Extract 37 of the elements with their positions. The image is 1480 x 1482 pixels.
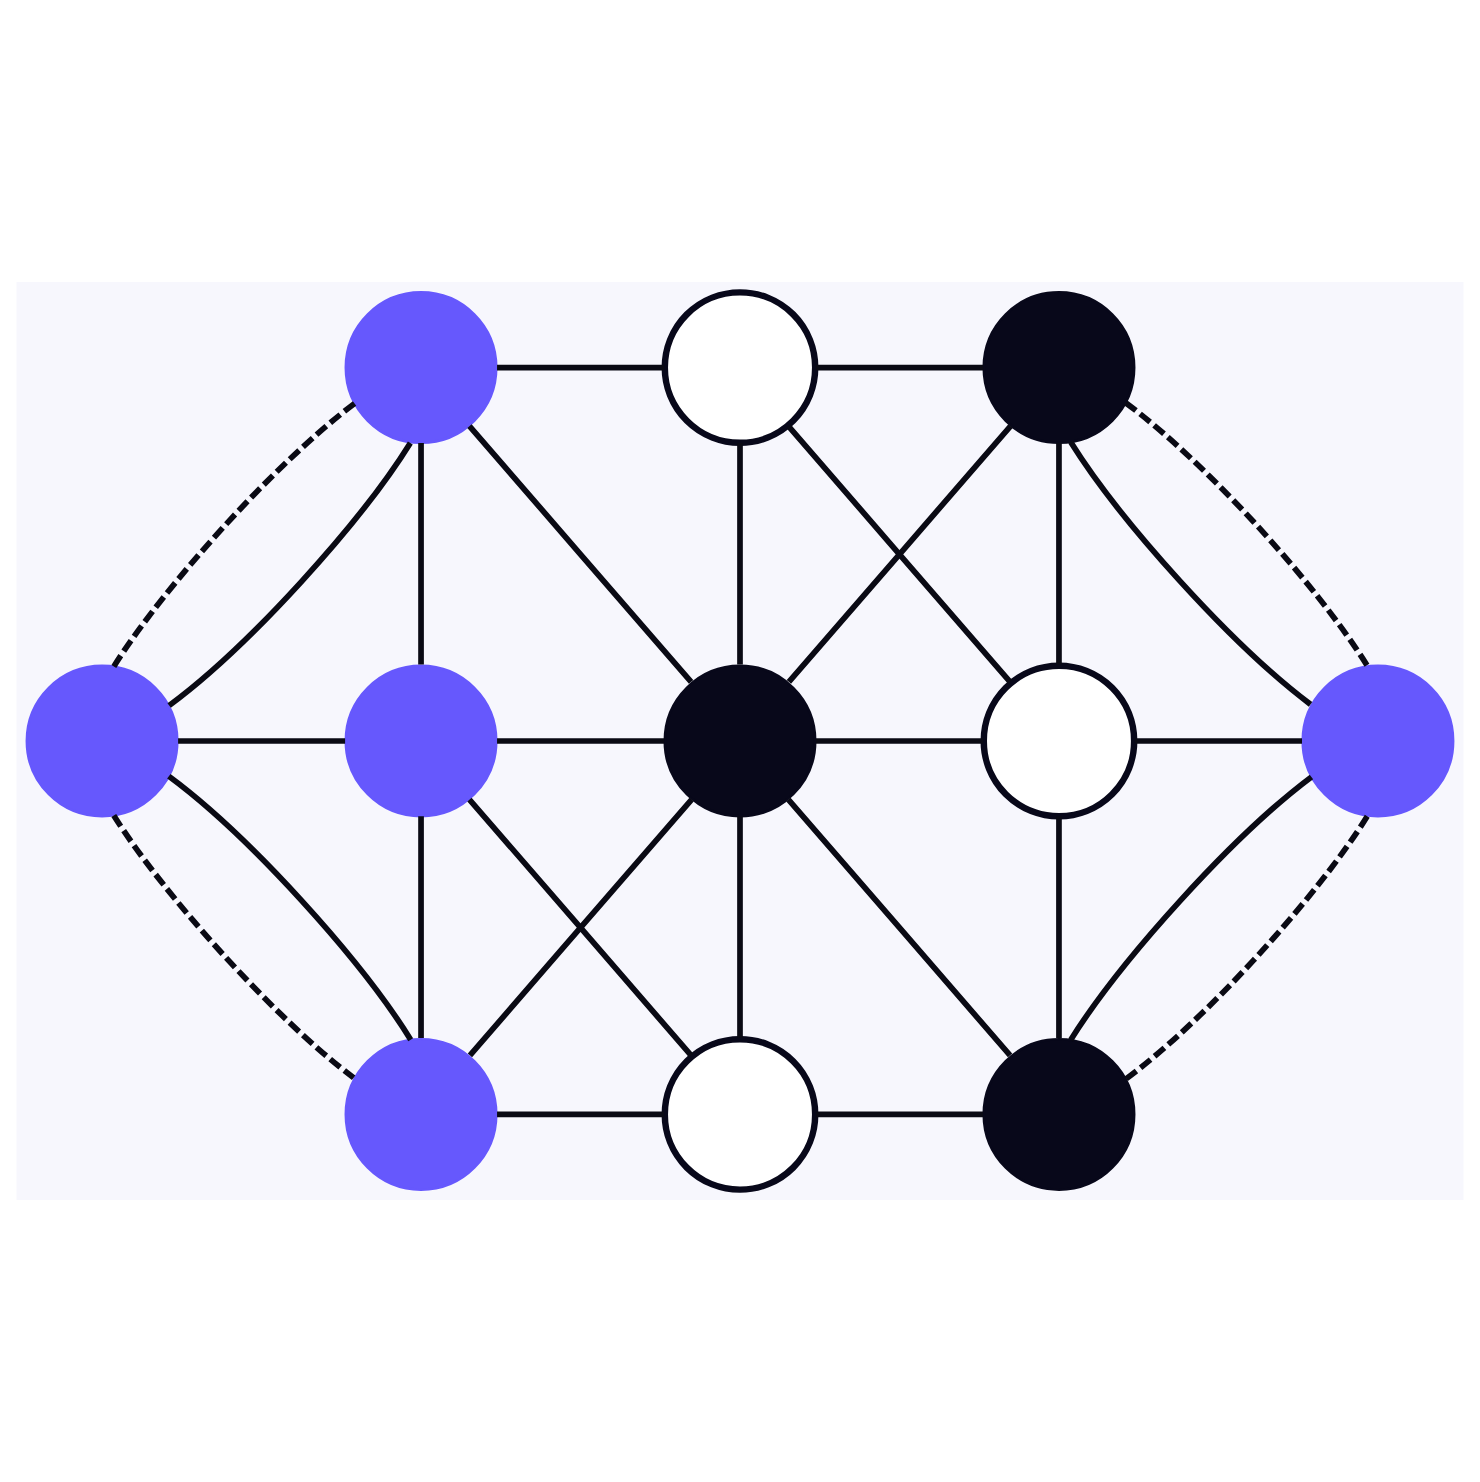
- connector: [111, 813, 356, 1081]
- connector: [497, 1111, 665, 1118]
- node-circle: [663, 664, 817, 818]
- connector: [418, 816, 424, 1038]
- connector: [467, 797, 694, 1058]
- node-circle: [344, 291, 498, 445]
- connector: [816, 1111, 984, 1118]
- connector: [1124, 814, 1370, 1082]
- connector: [111, 401, 357, 669]
- node-circle: [661, 1036, 819, 1193]
- connector: [1056, 816, 1062, 1038]
- node-circle: [980, 662, 1138, 820]
- connector: [1068, 774, 1314, 1042]
- connector: [178, 738, 346, 744]
- connector: [1124, 400, 1370, 668]
- connector: [786, 424, 1013, 684]
- connector: [167, 774, 414, 1042]
- connector: [167, 441, 413, 708]
- node-circle: [661, 289, 819, 446]
- node-circle: [1301, 664, 1455, 818]
- connector: [816, 738, 984, 744]
- connector: [1068, 440, 1313, 707]
- connector: [737, 816, 743, 1038]
- connector: [418, 442, 424, 665]
- connector: [1134, 738, 1302, 744]
- connector: [786, 797, 1013, 1058]
- node-circle: [344, 1037, 498, 1191]
- connector: [497, 738, 665, 744]
- node-circle: [344, 664, 498, 818]
- connector: [497, 364, 665, 371]
- connector: [467, 424, 694, 684]
- connector: [816, 364, 984, 371]
- node-circle: [25, 664, 179, 818]
- node-circle: [982, 291, 1136, 445]
- connector: [737, 442, 743, 665]
- node-circle: [982, 1037, 1136, 1191]
- connector: [1056, 442, 1062, 665]
